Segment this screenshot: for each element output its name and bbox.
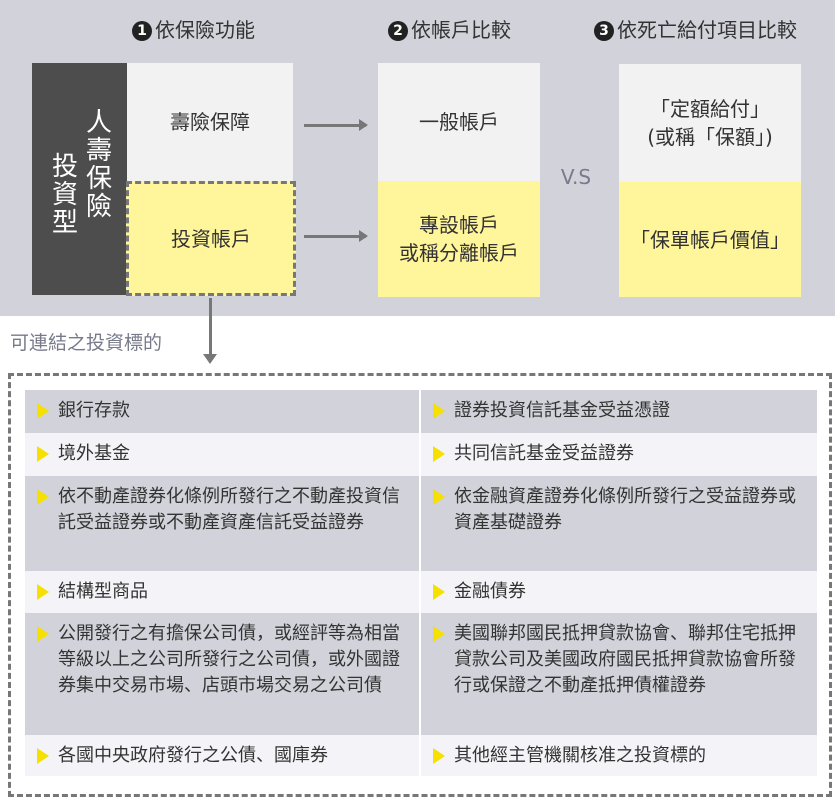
table-row: 依不動產證券化條例所發行之不動產投資信託受益證券或不動產資產信託受益證券 依金融資…	[25, 476, 817, 571]
step-number: 1	[132, 21, 152, 41]
target-item: 各國中央政府發行之公債、國庫券	[25, 735, 421, 776]
target-label: 美國聯邦國民抵押貸款協會、聯邦住宅抵押貸款公司及美國政府國民抵押貸款協會所發行或…	[454, 623, 796, 696]
product-line-2: 人壽保險	[81, 108, 112, 220]
box-label: (或稱「保額」)	[647, 125, 773, 149]
life-protection-box: 壽險保障	[127, 63, 293, 181]
target-item: 美國聯邦國民抵押貸款協會、聯邦住宅抵押貸款公司及美國政府國民抵押貸款協會所發行或…	[421, 613, 817, 735]
targets-table: 銀行存款 證券投資信託基金受益憑證境外基金 共同信託基金受益證券依不動產證券化條例所…	[25, 390, 817, 776]
bullet-triangle-icon	[37, 403, 49, 419]
fixed-benefit-box: 「定額給付」 (或稱「保額」)	[619, 64, 801, 182]
target-item: 共同信託基金受益證券	[421, 433, 817, 476]
target-label: 依金融資產證券化條例所發行之受益證券或資產基礎證券	[454, 486, 796, 533]
bullet-triangle-icon	[433, 584, 445, 600]
box-label: 專設帳戶	[419, 213, 499, 237]
bullet-triangle-icon	[433, 403, 445, 419]
policy-value-box: 「保單帳戶價值」	[619, 182, 801, 297]
box-label: 投資帳戶	[171, 226, 251, 251]
separate-account-box: 專設帳戶或稱分離帳戶	[378, 181, 540, 297]
target-label: 其他經主管機關核准之投資標的	[454, 745, 706, 766]
target-label: 共同信託基金受益證券	[454, 443, 634, 464]
bullet-triangle-icon	[37, 489, 49, 505]
bullet-triangle-icon	[433, 748, 445, 764]
product-type-label: 投資型 人壽保險	[32, 63, 127, 295]
target-item: 其他經主管機關核准之投資標的	[421, 735, 817, 776]
bullet-triangle-icon	[433, 626, 445, 642]
target-label: 依不動產證券化條例所發行之不動產投資信託受益證券或不動產資產信託受益證券	[58, 486, 400, 533]
target-label: 各國中央政府發行之公債、國庫券	[58, 745, 328, 766]
table-row: 境外基金 共同信託基金受益證券	[25, 433, 817, 476]
box-label: 壽險保障	[170, 110, 250, 134]
target-label: 銀行存款	[58, 400, 130, 421]
arrow-right-icon	[304, 230, 368, 242]
target-label: 結構型商品	[58, 581, 148, 602]
linkable-targets-label: 可連結之投資標的	[10, 332, 163, 354]
header-label: 依帳戶比較	[411, 18, 511, 42]
target-item: 金融債券	[421, 571, 817, 613]
versus-label: V.S	[560, 165, 592, 189]
target-label: 金融債券	[454, 581, 526, 602]
investment-account-box: 投資帳戶	[126, 181, 296, 296]
targets-container	[8, 373, 832, 797]
table-row: 公開發行之有擔保公司債，或經評等為相當等級以上之公司所發行之公司債，或外國證券集…	[25, 613, 817, 735]
target-item: 結構型商品	[25, 571, 421, 613]
product-line-1: 投資型	[47, 152, 78, 236]
box-label: 「保單帳戶價值」	[630, 227, 790, 252]
box-label: 或稱分離帳戶	[399, 241, 519, 265]
arrow-down-icon	[203, 354, 217, 364]
connector-line	[209, 298, 212, 356]
step-number: 3	[594, 21, 614, 41]
box-label: 「定額給付」	[650, 97, 770, 121]
general-account-box: 一般帳戶	[378, 63, 540, 181]
target-item: 境外基金	[25, 433, 421, 476]
target-item: 證券投資信託基金受益憑證	[421, 390, 817, 433]
target-item: 公開發行之有擔保公司債，或經評等為相當等級以上之公司所發行之公司債，或外國證券集…	[25, 613, 421, 735]
bullet-triangle-icon	[37, 748, 49, 764]
bullet-triangle-icon	[37, 584, 49, 600]
target-label: 公開發行之有擔保公司債，或經評等為相當等級以上之公司所發行之公司債，或外國證券集…	[58, 623, 400, 696]
bullet-triangle-icon	[433, 489, 445, 505]
bullet-triangle-icon	[37, 446, 49, 462]
arrow-right-icon	[304, 119, 368, 131]
step-number: 2	[388, 21, 408, 41]
target-label: 境外基金	[58, 443, 130, 464]
header-label: 依保險功能	[155, 18, 255, 42]
bullet-triangle-icon	[433, 446, 445, 462]
table-row: 各國中央政府發行之公債、國庫券 其他經主管機關核准之投資標的	[25, 735, 817, 776]
target-item: 銀行存款	[25, 390, 421, 433]
bullet-triangle-icon	[37, 626, 49, 642]
target-item: 依金融資產證券化條例所發行之受益證券或資產基礎證券	[421, 476, 817, 571]
table-row: 銀行存款 證券投資信託基金受益憑證	[25, 390, 817, 433]
table-row: 結構型商品 金融債券	[25, 571, 817, 613]
target-item: 依不動產證券化條例所發行之不動產投資信託受益證券或不動產資產信託受益證券	[25, 476, 421, 571]
header-label: 依死亡給付項目比較	[617, 18, 797, 42]
target-label: 證券投資信託基金受益憑證	[454, 400, 670, 421]
box-label: 一般帳戶	[419, 110, 499, 134]
